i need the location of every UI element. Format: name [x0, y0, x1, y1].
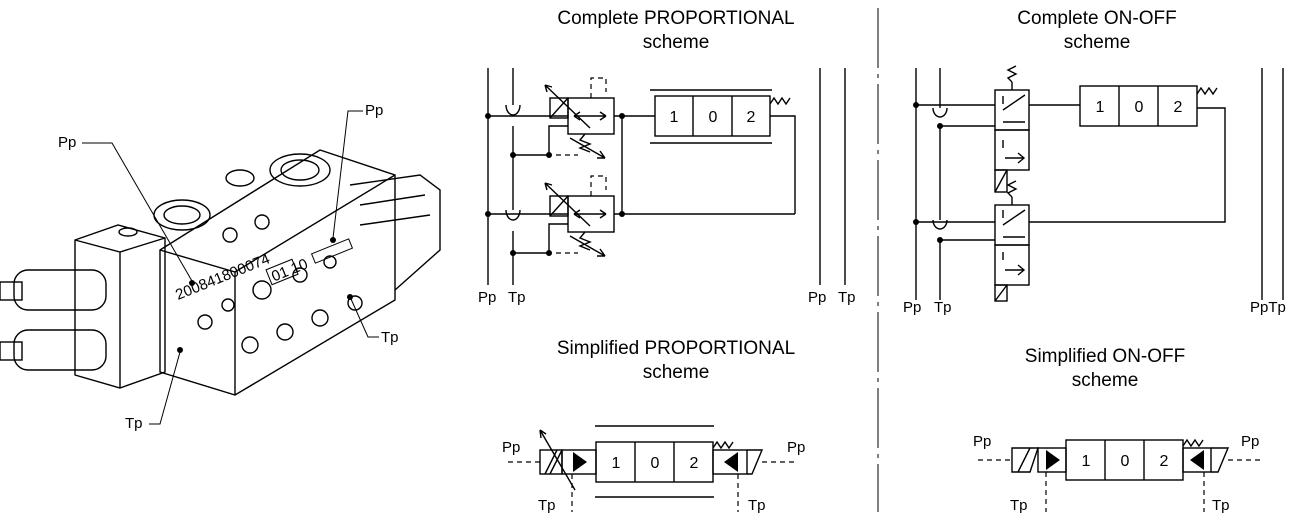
cp-pp-right: Pp — [808, 289, 826, 306]
so-spool-2: 2 — [1160, 453, 1169, 470]
sp-pp-right: Pp — [787, 439, 805, 456]
co-spool-0: 0 — [1135, 99, 1144, 116]
simplified-proportional-scheme: Pp 1 0 2 Pp Tp Tp — [502, 425, 805, 514]
title-complete-onoff-line1: Complete ON-OFF — [1017, 8, 1176, 29]
co-spool-2: 2 — [1174, 99, 1183, 116]
sp-tp-right: Tp — [748, 497, 766, 514]
valve-callouts: Pp Pp Tp Tp — [58, 102, 399, 432]
cp-tp-left: Tp — [508, 289, 526, 306]
co-spool-1: 1 — [1096, 99, 1105, 116]
sp-tp-left: Tp — [538, 497, 556, 514]
callout-pp-right: Pp — [365, 102, 383, 119]
complete-proportional-scheme: Pp Tp Pp Tp — [478, 68, 856, 306]
callout-tp-right: Tp — [381, 329, 399, 346]
title-complete-onoff-line2: scheme — [1064, 32, 1131, 53]
title-simplified-onoff-line1: Simplified ON-OFF — [1025, 346, 1185, 367]
cp-pp-left: Pp — [478, 289, 496, 306]
callout-tp-bottom: Tp — [125, 415, 143, 432]
title-simplified-proportional-line1: Simplified PROPORTIONAL — [557, 338, 795, 359]
co-pp-tp-right: PpTp — [1250, 299, 1286, 316]
callout-pp-left: Pp — [58, 134, 76, 151]
so-spool-0: 0 — [1121, 453, 1130, 470]
sp-spool-0: 0 — [651, 455, 660, 472]
valve-illustration: 200841800074 01 10 — [0, 149, 441, 396]
so-tp-right: Tp — [1212, 497, 1230, 514]
sp-spool-1: 1 — [612, 455, 621, 472]
sp-pp-left: Pp — [502, 439, 520, 456]
title-complete-proportional-line2: scheme — [643, 32, 710, 53]
cp-spool-1: 1 — [670, 109, 679, 126]
simplified-onoff-scheme: Pp 1 0 2 Pp Tp Tp — [973, 433, 1262, 514]
co-tp-left: Tp — [934, 299, 952, 316]
cp-tp-right: Tp — [838, 289, 856, 306]
so-pp-left: Pp — [973, 433, 991, 450]
sp-spool-2: 2 — [690, 455, 699, 472]
so-spool-1: 1 — [1082, 453, 1091, 470]
cp-spool-2: 2 — [747, 109, 756, 126]
so-pp-right: Pp — [1241, 433, 1259, 450]
so-tp-left: Tp — [1010, 497, 1028, 514]
title-simplified-proportional-line2: scheme — [643, 362, 710, 383]
title-complete-proportional-line1: Complete PROPORTIONAL — [557, 8, 794, 29]
cp-spool-0: 0 — [709, 109, 718, 126]
scheme-titles: Complete PROPORTIONAL scheme Complete ON… — [557, 8, 1185, 391]
complete-onoff-scheme: Pp Tp PpTp 1 0 2 — [903, 65, 1286, 316]
co-pp-left: Pp — [903, 299, 921, 316]
title-simplified-onoff-line2: scheme — [1072, 370, 1139, 391]
